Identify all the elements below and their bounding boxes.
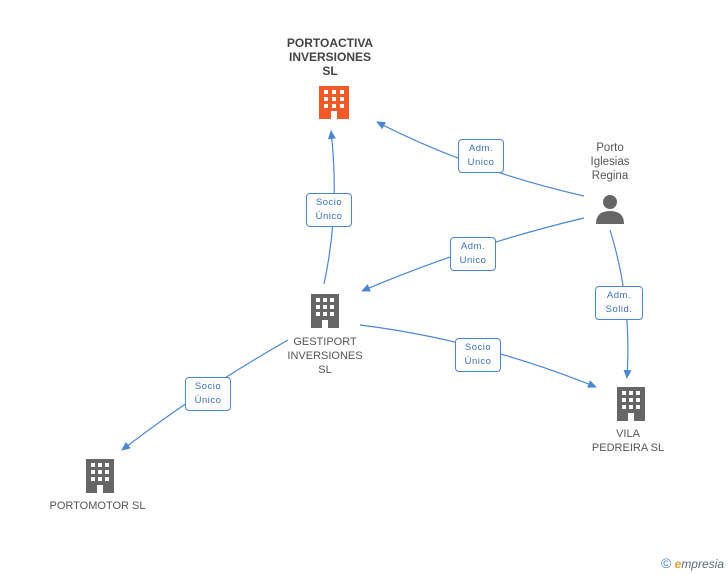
label-line: SL	[322, 64, 338, 78]
edge-label-line: Socio	[194, 381, 222, 392]
empresia-logo: © empresia	[661, 555, 724, 571]
label-line: VILA	[616, 428, 640, 440]
building-icon-portomotor[interactable]	[86, 459, 114, 493]
node-label-portoactiva[interactable]: PORTOACTIVA INVERSIONES SL	[270, 36, 390, 78]
edge-label-gestiport-to-portomotor[interactable]: Socio Único	[185, 377, 231, 411]
label-line: INVERSIONES	[287, 350, 363, 362]
label-line: Regina	[591, 170, 629, 182]
label-line: GESTIPORT	[293, 336, 357, 348]
copyright-symbol: ©	[660, 555, 672, 571]
label-line: PORTOACTIVA	[286, 36, 374, 50]
edge-label-line: Adm.	[460, 241, 486, 252]
label-line: SL	[318, 364, 332, 376]
label-line: Iglesias	[590, 156, 630, 168]
brand-name: mpresia	[681, 557, 724, 571]
edge-label-person-to-gestiport[interactable]: Adm. Unico	[450, 237, 496, 271]
edge-label-line: Unico	[467, 157, 495, 168]
edge-label-line: Unico	[459, 255, 487, 266]
edge-label-line: Solid.	[605, 304, 633, 315]
person-icon[interactable]	[596, 195, 624, 224]
edge-label-person-to-vilapedreira[interactable]: Adm. Solid.	[595, 286, 643, 320]
label-line: PORTOMOTOR SL	[49, 500, 146, 512]
edge-label-line: Único	[315, 211, 343, 222]
building-icon-gestiport[interactable]	[311, 294, 339, 328]
node-label-vilapedreira[interactable]: VILA PEDREIRA SL	[578, 427, 678, 455]
edge-label-line: Adm.	[606, 290, 632, 301]
label-line: INVERSIONES	[288, 50, 372, 64]
edge-label-gestiport-to-portoactiva[interactable]: Socio Único	[306, 193, 352, 227]
edge-label-line: Único	[464, 356, 492, 367]
building-icon-vilapedreira[interactable]	[617, 387, 645, 421]
node-label-person[interactable]: Porto Iglesias Regina	[570, 141, 650, 183]
edge-label-line: Socio	[315, 197, 343, 208]
edge-label-gestiport-to-vilapedreira[interactable]: Socio Único	[455, 338, 501, 372]
edge-label-person-to-portoactiva[interactable]: Adm. Unico	[458, 139, 504, 173]
node-label-portomotor[interactable]: PORTOMOTOR SL	[40, 499, 155, 513]
edge-label-line: Socio	[464, 342, 492, 353]
brand-first-letter: e	[674, 557, 682, 571]
edge-label-line: Adm.	[468, 143, 494, 154]
label-line: PEDREIRA SL	[591, 442, 665, 454]
node-label-gestiport[interactable]: GESTIPORT INVERSIONES SL	[270, 335, 380, 377]
label-line: Porto	[596, 142, 624, 154]
building-icon-portoactiva[interactable]	[319, 86, 349, 119]
edge-label-line: Único	[194, 395, 222, 406]
